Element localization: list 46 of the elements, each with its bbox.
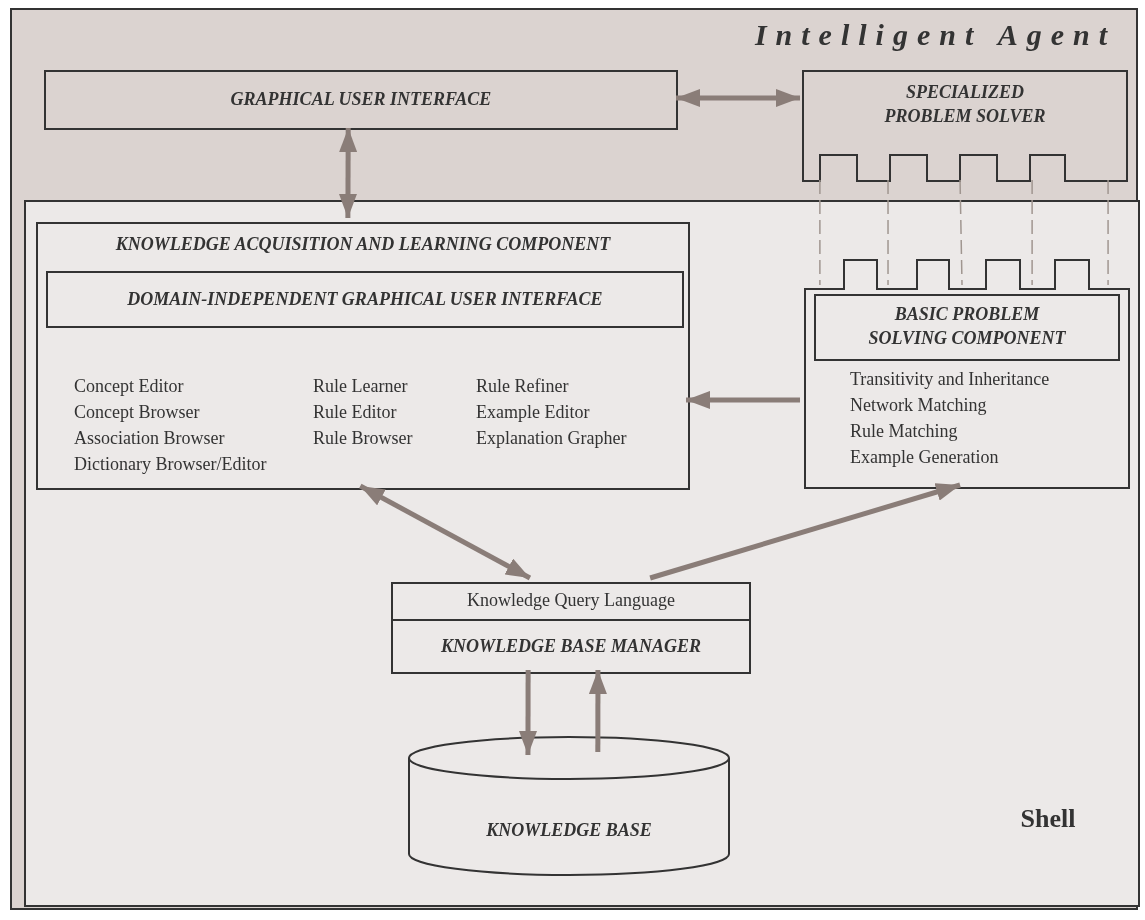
module-name: Explanation Grapher xyxy=(476,427,627,450)
component-title: DOMAIN-INDEPENDENT GRAPHICAL USER INTERFACE xyxy=(126,287,604,311)
module-name: Rule Learner xyxy=(313,375,409,398)
component-title: SPECIALIZED PROBLEM SOLVER xyxy=(883,81,1047,129)
arrow xyxy=(649,482,961,581)
component-box xyxy=(44,70,678,130)
component-box xyxy=(36,222,690,490)
panel-heading: Intelligent Agent xyxy=(754,18,1116,52)
module-name: Association Browser xyxy=(74,427,226,450)
module-name: Rule Refiner xyxy=(476,375,570,398)
solver-box xyxy=(804,259,1130,489)
database-cylinder xyxy=(408,736,730,876)
arrow xyxy=(588,670,607,753)
module-name: Concept Editor xyxy=(74,375,185,398)
component-title: KNOWLEDGE ACQUISITION AND LEARNING COMPONENT xyxy=(114,233,612,256)
component-title: GRAPHICAL USER INTERFACE xyxy=(229,88,493,111)
dashed-line xyxy=(819,179,821,286)
arrow xyxy=(676,89,800,107)
shell-label: Shell xyxy=(1019,804,1077,834)
module-name: Transitivity and Inheritance xyxy=(850,368,1050,391)
component-title: KNOWLEDGE BASE MANAGER xyxy=(439,635,703,658)
module-name: Rule Browser xyxy=(313,427,414,450)
module-name: Example Editor xyxy=(476,401,591,424)
arrow xyxy=(686,390,800,409)
manager-box xyxy=(391,582,751,674)
module-name: Rule Editor xyxy=(313,401,398,424)
agent-panel xyxy=(10,8,1138,910)
module-name: Example Generation xyxy=(850,446,1000,469)
arrow xyxy=(519,670,537,755)
arrow xyxy=(338,128,358,218)
dashed-line xyxy=(887,179,889,286)
component-box xyxy=(814,294,1120,361)
interface-label: Knowledge Query Language xyxy=(393,584,749,621)
module-name: Concept Browser xyxy=(74,401,201,424)
arrow xyxy=(359,483,532,581)
component-title: KNOWLEDGE BASE xyxy=(485,819,653,842)
component-box xyxy=(46,271,684,328)
module-name: Dictionary Browser/Editor xyxy=(74,453,268,476)
dashed-line xyxy=(959,179,963,286)
shell-panel xyxy=(24,200,1140,907)
module-name: Network Matching xyxy=(850,394,988,417)
dashed-line xyxy=(1107,179,1109,286)
module-name: Rule Matching xyxy=(850,420,959,443)
dashed-line xyxy=(1031,179,1033,286)
solver-box xyxy=(802,70,1128,182)
component-title: BASIC PROBLEM SOLVING COMPONENT xyxy=(867,303,1067,351)
